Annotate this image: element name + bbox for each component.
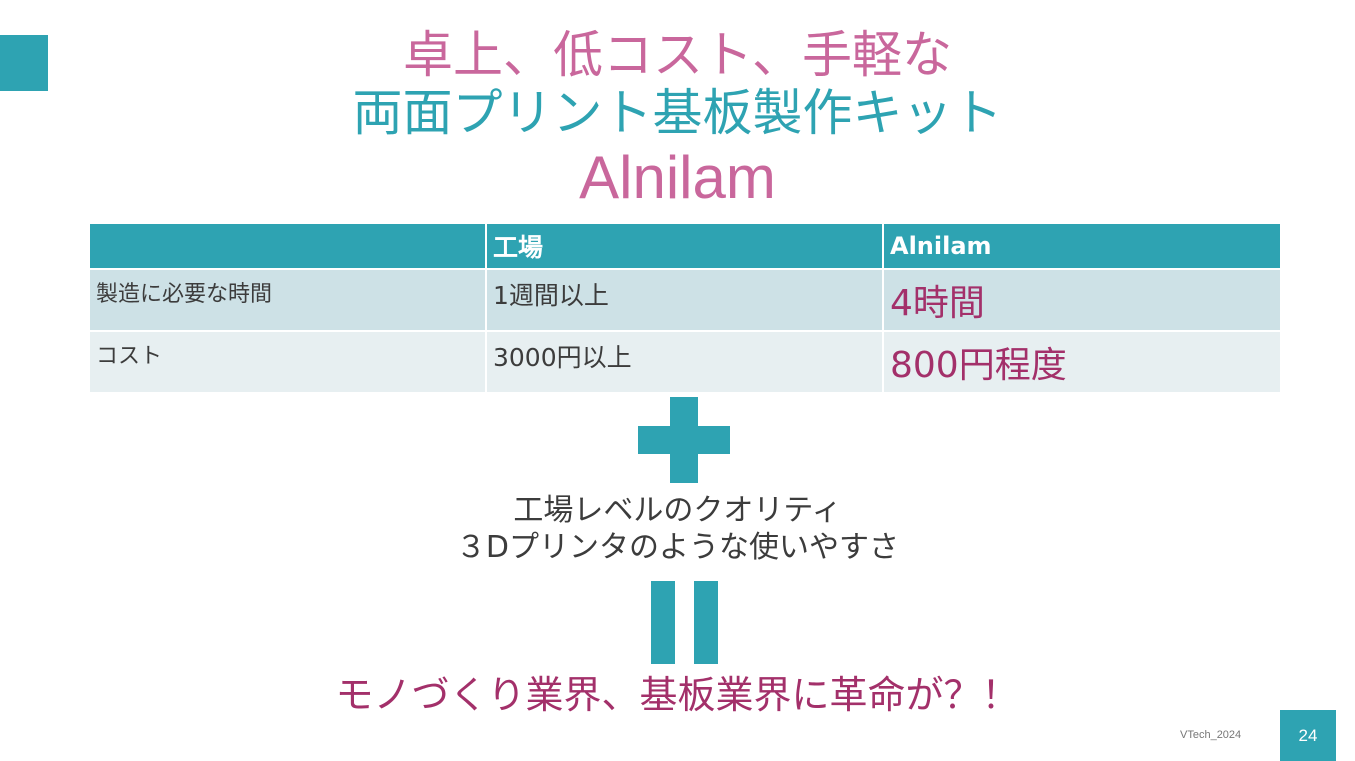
table-header-empty bbox=[88, 222, 487, 270]
title-line-1: 卓上、低コスト、手軽な bbox=[403, 26, 952, 84]
feature-usability: ３Dプリンタのような使いやすさ bbox=[455, 530, 900, 565]
features-text: 工場レベルのクオリティ ３Dプリンタのような使いやすさ bbox=[0, 492, 1355, 566]
plus-icon bbox=[638, 397, 730, 483]
table-header-factory: 工場 bbox=[485, 222, 884, 270]
table-header-alnilam: Alnilam bbox=[882, 222, 1282, 270]
title-line-2: 両面プリント基板製作キット bbox=[352, 84, 1003, 142]
alnilam-value: 4時間 bbox=[882, 268, 1282, 332]
table-header-row: 工場 Alnilam bbox=[88, 222, 1282, 270]
row-label: コスト bbox=[88, 330, 487, 394]
footer-label: VTech_2024 bbox=[1180, 729, 1242, 741]
row-label: 製造に必要な時間 bbox=[88, 268, 487, 332]
alnilam-value: 800円程度 bbox=[882, 330, 1282, 394]
slide-title: 卓上、低コスト、手軽な 両面プリント基板製作キット Alnilam bbox=[0, 26, 1355, 210]
comparison-table: 工場 Alnilam 製造に必要な時間 1週間以上 4時間 コスト 3000円以… bbox=[88, 222, 1282, 394]
factory-value: 1週間以上 bbox=[485, 268, 884, 332]
conclusion-text: モノづくり業界、基板業界に革命が？！ bbox=[335, 673, 1020, 717]
corner-accent bbox=[0, 35, 48, 91]
page-number: 24 bbox=[1280, 710, 1336, 761]
table-row: コスト 3000円以上 800円程度 bbox=[88, 330, 1282, 394]
equals-icon bbox=[651, 581, 718, 664]
feature-quality: 工場レベルのクオリティ bbox=[513, 493, 842, 528]
title-line-product: Alnilam bbox=[579, 144, 776, 211]
table-row: 製造に必要な時間 1週間以上 4時間 bbox=[88, 268, 1282, 332]
factory-value: 3000円以上 bbox=[485, 330, 884, 394]
